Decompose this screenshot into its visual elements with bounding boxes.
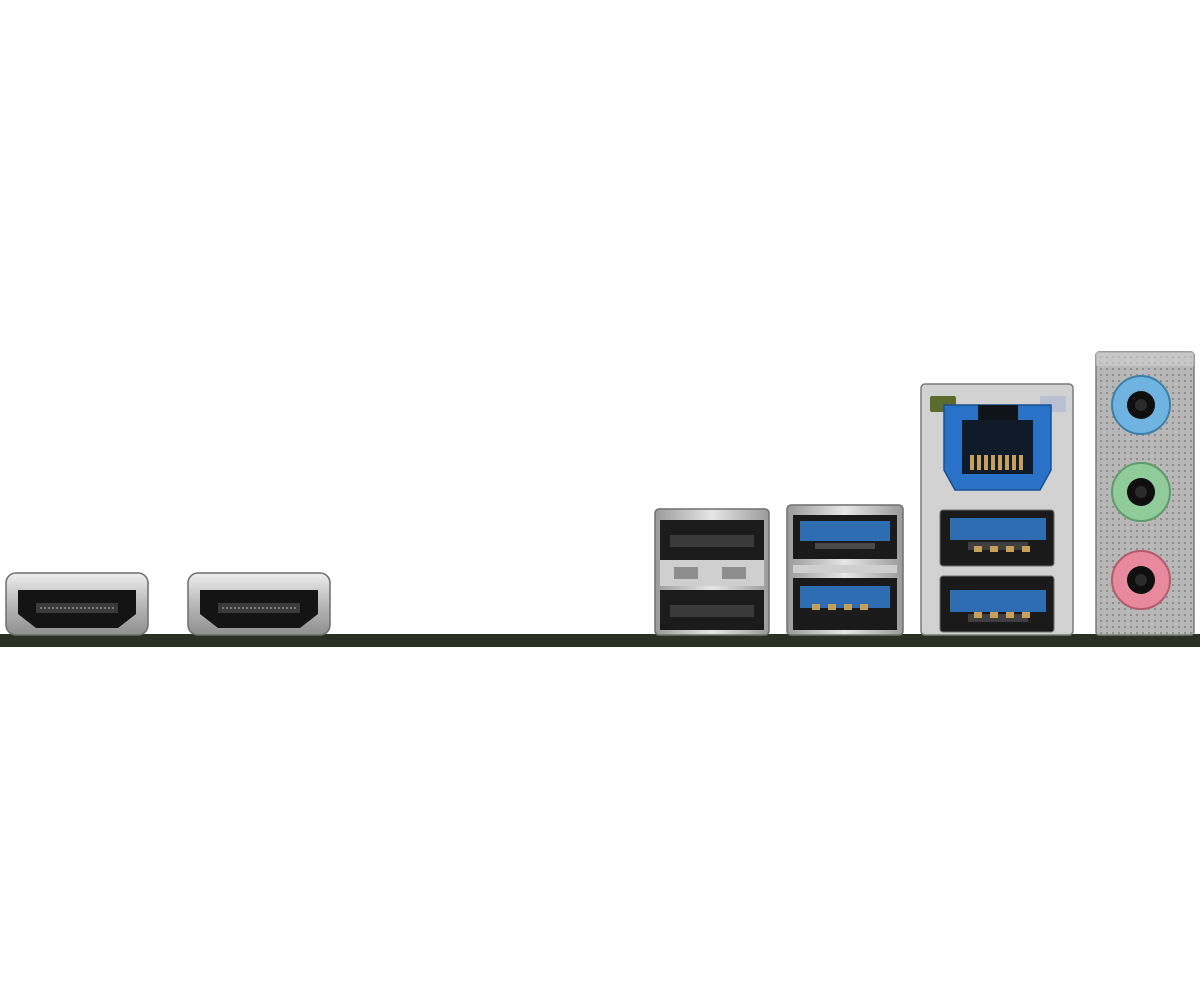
hdmi-port-1[interactable] bbox=[5, 572, 149, 636]
usb3-stacked-ports[interactable] bbox=[786, 504, 904, 636]
lan-usb-tower bbox=[920, 383, 1074, 636]
usb3-port-lower[interactable] bbox=[939, 575, 1055, 633]
pcb-edge bbox=[0, 634, 1200, 647]
usb2-stacked-ports[interactable] bbox=[654, 508, 770, 636]
audio-jack-panel bbox=[1095, 351, 1195, 636]
audio-line-out-jack[interactable] bbox=[1111, 462, 1171, 522]
hdmi-port-2[interactable] bbox=[187, 572, 331, 636]
audio-mic-in-jack[interactable] bbox=[1111, 550, 1171, 610]
usb3-port-upper[interactable] bbox=[939, 509, 1055, 567]
rj45-ethernet-port[interactable] bbox=[943, 404, 1052, 491]
audio-line-in-jack[interactable] bbox=[1111, 375, 1171, 435]
